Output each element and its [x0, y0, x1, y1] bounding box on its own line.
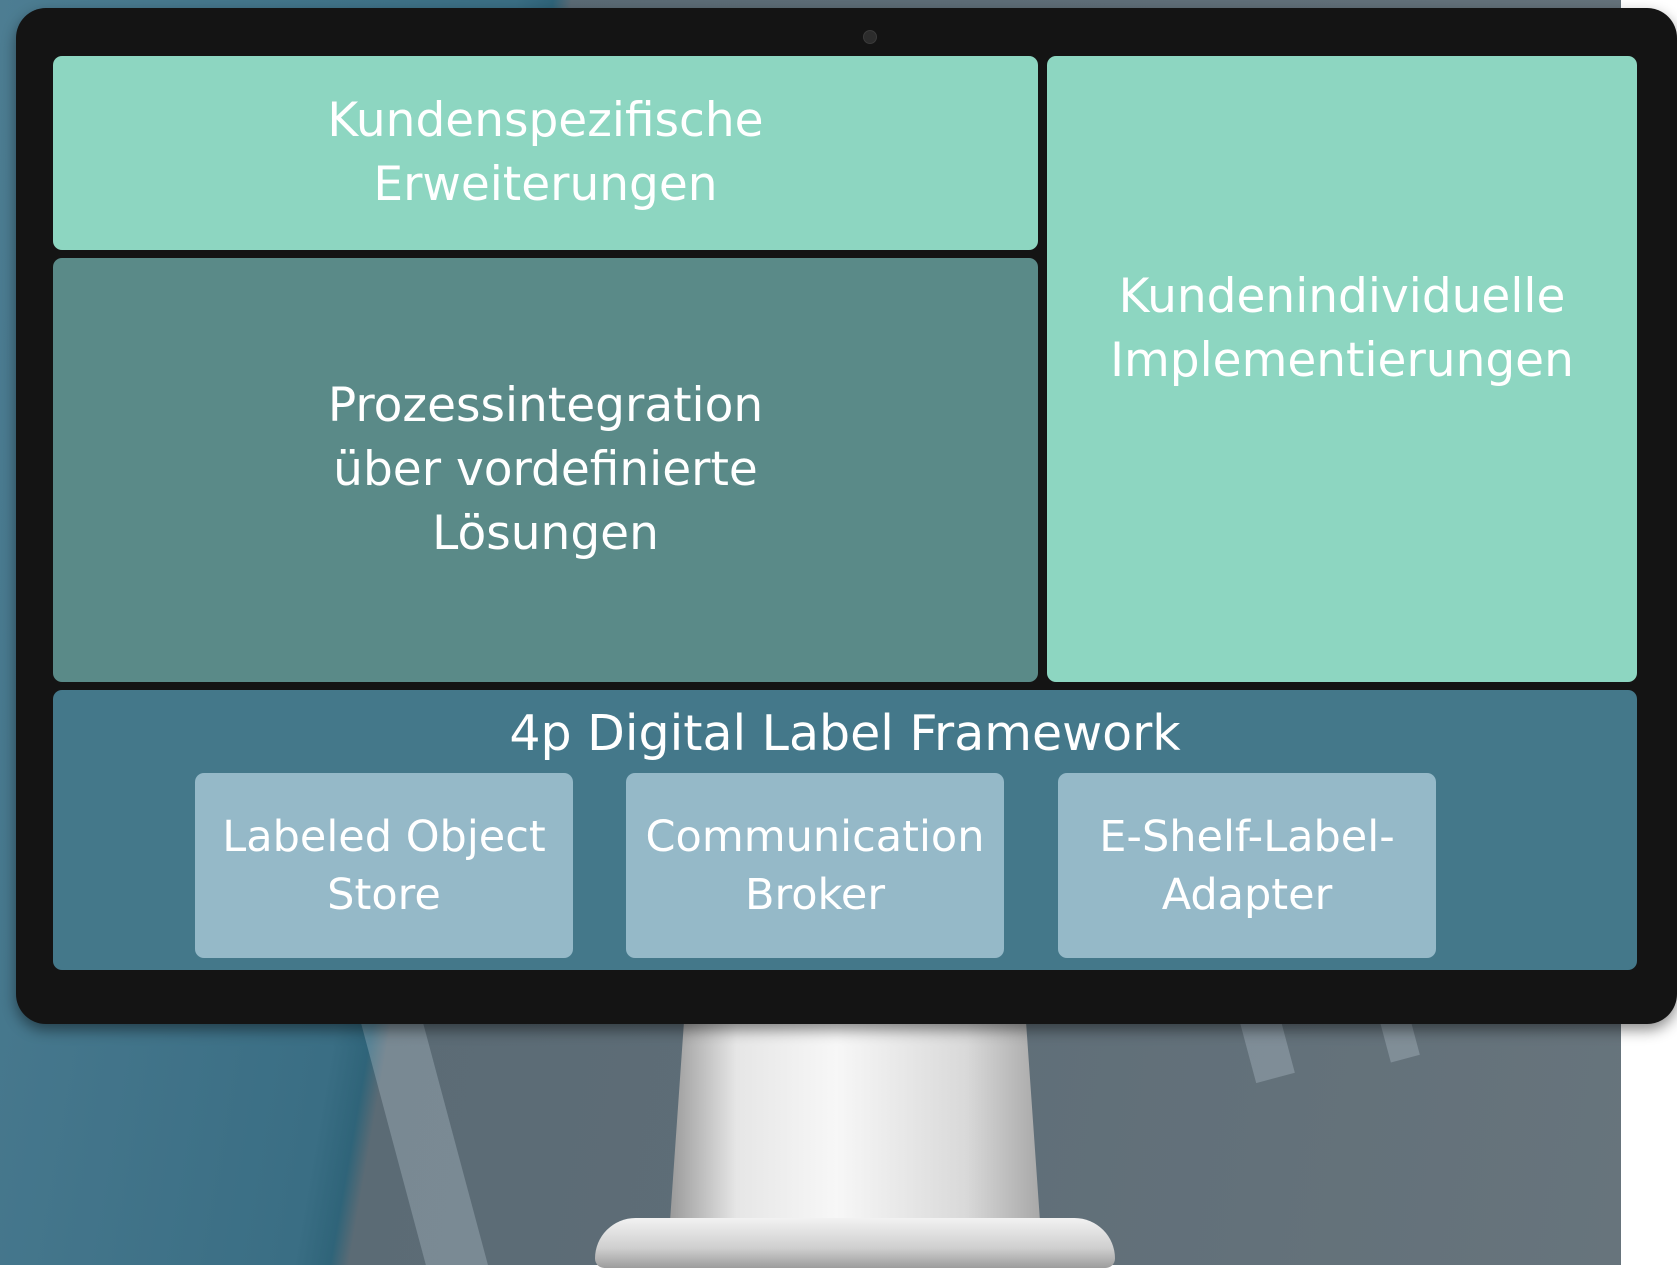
module-communication-broker: Communication Broker — [626, 773, 1004, 958]
process-integration-block: Prozessintegration über vordefinierte Lö… — [53, 258, 1038, 682]
module-e-shelf-label-adapter: E-Shelf-Label- Adapter — [1058, 773, 1436, 958]
monitor-stand — [670, 1010, 1040, 1250]
monitor-stand-foot — [595, 1218, 1115, 1268]
customer-extensions-block: Kundenspezifische Erweiterungen — [53, 56, 1038, 250]
camera-icon — [863, 30, 877, 44]
custom-implementations-block: Kundenindividuelle Implementierungen — [1047, 56, 1637, 682]
framework-title: 4p Digital Label Framework — [509, 705, 1181, 762]
module-labeled-object-store: Labeled Object Store — [195, 773, 573, 958]
